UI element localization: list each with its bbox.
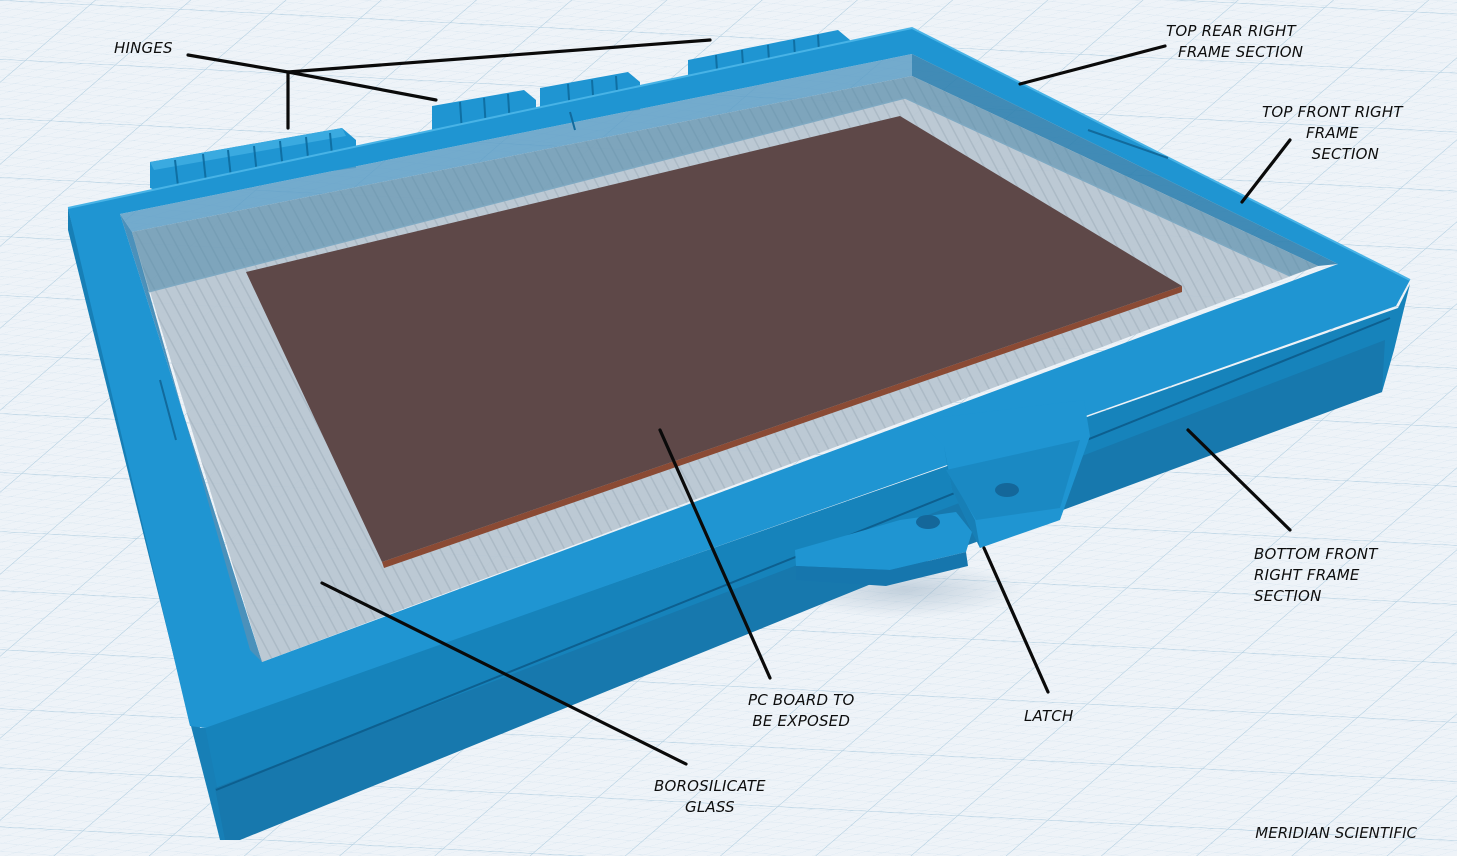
- latch-leader: [982, 546, 1050, 694]
- pc-board-edge: [382, 286, 1182, 568]
- hinge: [150, 128, 356, 192]
- hinges-leader: [186, 53, 290, 74]
- latch-hole: [995, 483, 1019, 497]
- watermark: MERIDIAN SCIENTIFIC: [1255, 824, 1417, 842]
- label-top-front-right-frame-section: TOP FRONT RIGHT FRAME SECTION: [1262, 103, 1403, 163]
- leader-lines: [186, 38, 1292, 766]
- latch-hole: [916, 515, 940, 529]
- frame-inner-rear-wall: [120, 54, 912, 232]
- frame-inner-left-wall: [120, 214, 262, 662]
- pc-board-leader: [658, 428, 772, 680]
- label-pc-board: PC BOARD TO BE EXPOSED: [748, 691, 855, 730]
- frame-front-lower-face: [215, 340, 1385, 840]
- label-top-rear-right-frame-section: TOP REAR RIGHT FRAME SECTION: [1166, 22, 1304, 61]
- hinge-knuckle-shade: [150, 128, 346, 170]
- top-rear-right-leader: [1018, 44, 1167, 86]
- frame-inner-right-wall: [912, 54, 1338, 266]
- glass-upper-shadow: [132, 76, 1318, 292]
- frame-top-surface: [68, 28, 1410, 728]
- glass-leader: [320, 581, 688, 766]
- label-borosilicate-glass: BOROSILICATE GLASS: [654, 777, 766, 816]
- label-bottom-front-right-frame-section: BOTTOM FRONT RIGHT FRAME SECTION: [1254, 545, 1378, 605]
- bottom-front-right-leader: [1186, 428, 1292, 532]
- latch-upper-tab: [946, 440, 1080, 520]
- label-latch: LATCH: [1024, 707, 1074, 725]
- top-front-right-leader: [1240, 138, 1292, 204]
- latch: [795, 400, 1090, 586]
- pc-board: [246, 116, 1182, 562]
- label-hinges: HINGES: [114, 39, 173, 57]
